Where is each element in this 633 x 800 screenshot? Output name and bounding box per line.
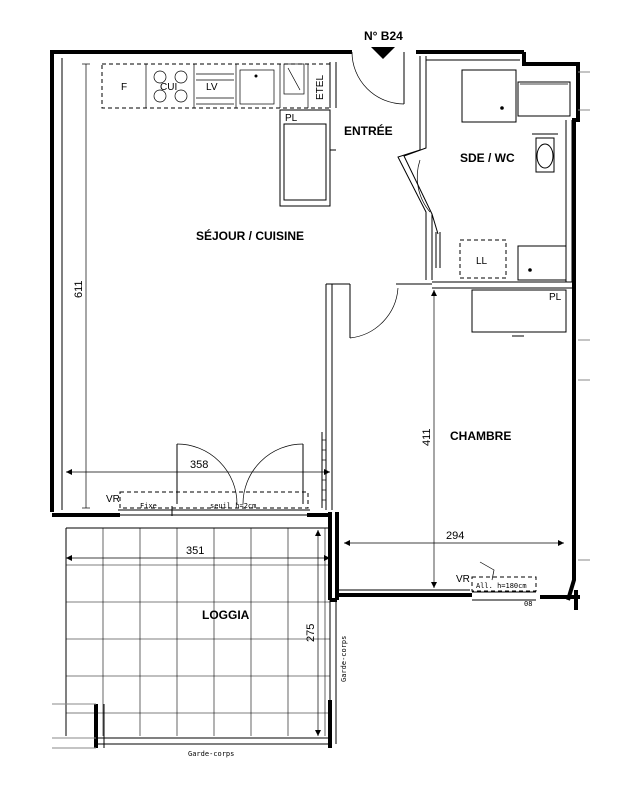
door-sill-label: seuil h=2cm [210, 502, 256, 510]
fixed-window-label: Fixe [140, 502, 157, 510]
dim-bedroom-width: 294 [446, 530, 464, 542]
railing-bottom-label: Garde-corps [188, 750, 234, 758]
dim-loggia-width: 351 [186, 545, 204, 557]
bedroom-window [471, 561, 537, 601]
dim-living-width: 358 [190, 459, 208, 471]
laundry-label: LL [476, 256, 488, 267]
entry-arrow-icon [371, 47, 395, 59]
bathroom-label: SDE / WC [460, 151, 515, 165]
bedroom-closet-label: PL [549, 292, 562, 303]
dishwasher-label: LV [206, 82, 218, 93]
bedroom-label: CHAMBRE [450, 429, 511, 443]
cooktop-label: CUI [160, 82, 177, 93]
window-ref-label: 08 [524, 600, 532, 608]
facade-hatch [578, 71, 590, 561]
lot-number: N° B24 [364, 29, 403, 43]
loggia-tiles [66, 528, 330, 736]
bedroom-window-label: All. h=180cm [476, 582, 527, 590]
fridge-label: F [121, 82, 127, 93]
dim-loggia-depth: 275 [305, 624, 317, 642]
dimension-lines [66, 63, 564, 736]
living-room-label: SÉJOUR / CUISINE [196, 228, 304, 243]
facade-lines [52, 703, 96, 749]
dim-bedroom-height: 411 [421, 428, 433, 446]
loggia-label: LOGGIA [202, 608, 250, 622]
entry-label: ENTRÉE [344, 123, 393, 138]
living-window [118, 432, 327, 516]
bath-fixtures [435, 69, 571, 281]
living-closet [279, 109, 336, 207]
dim-living-height: 611 [73, 280, 85, 298]
bedroom-closet [471, 289, 567, 337]
electric-panel-label: ETEL [315, 75, 326, 100]
living-closet-label: PL [285, 113, 298, 124]
doors [176, 51, 439, 505]
exterior-walls [50, 50, 580, 610]
bedroom-shutter-label: VR [456, 574, 470, 585]
living-shutter-label: VR [106, 494, 120, 505]
loggia-frame [65, 527, 337, 748]
railing-side-label: Garde-corps [340, 636, 348, 682]
kitchen-counter [101, 63, 331, 109]
